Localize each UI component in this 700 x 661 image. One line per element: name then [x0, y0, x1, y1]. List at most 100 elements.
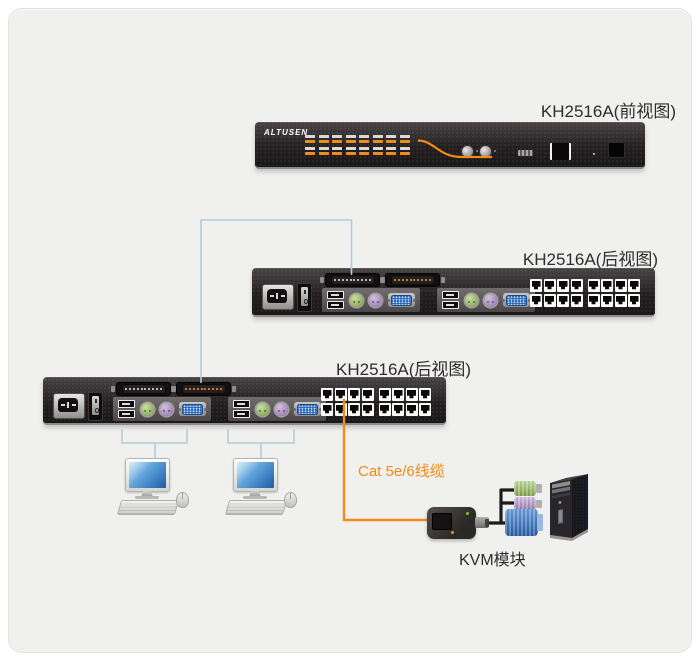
db25-pin [420, 279, 423, 281]
ps2-keyboard-port [159, 402, 173, 416]
db25-pin [133, 388, 135, 390]
daisy-chain-out-port [171, 382, 236, 396]
mouse [284, 492, 297, 508]
usb-port [233, 400, 250, 408]
rj45-port [628, 294, 640, 307]
vga-port [292, 402, 323, 416]
drive-bay [552, 481, 570, 489]
db25-pin [125, 388, 128, 390]
tower-top [550, 474, 588, 483]
rear-view-bottom-label: KH2516A(后视图) [336, 360, 472, 379]
db25-pin [185, 388, 188, 390]
port-pushbutton [305, 135, 315, 143]
console-port-group-2 [228, 397, 326, 421]
db25-pin [413, 279, 416, 281]
rj45-group [587, 279, 640, 307]
rj45-port [321, 388, 333, 401]
port-pushbutton [399, 147, 410, 155]
usb-port [327, 291, 344, 299]
firmware-port [518, 150, 533, 156]
kvm-switch-rear-view-bottom [43, 377, 446, 425]
rj45-port [530, 279, 542, 292]
rj45-port [601, 294, 613, 307]
ps2-keyboard-port [368, 293, 382, 307]
ps2-keyboard-connector [514, 497, 542, 510]
port-pushbutton [359, 135, 369, 143]
port-pushbutton [345, 135, 356, 143]
ps2-mouse-port [141, 402, 154, 416]
db25-pin [357, 279, 360, 281]
port-pushbutton [372, 147, 383, 155]
rj45-port [543, 294, 556, 307]
ps2-mouse-port [465, 293, 478, 307]
db25-pin [360, 279, 363, 281]
db25-pin [215, 388, 218, 390]
ps2-mouse-port [256, 402, 269, 416]
kvm-switch-front-view: ALTUSEN [255, 122, 645, 169]
keyboard [116, 500, 180, 515]
port-pushbutton [332, 135, 342, 143]
front-knob-button [480, 146, 496, 157]
usb-ports [442, 291, 459, 309]
power-switch [297, 283, 312, 312]
button-row-2 [305, 147, 410, 155]
rj45-port [557, 279, 569, 292]
rj45-port-block [530, 279, 640, 307]
rj45-port [405, 388, 418, 401]
tower-side-texture [572, 474, 588, 538]
drive-bay [552, 486, 570, 494]
front-knob-button [462, 146, 478, 157]
rj45-port [587, 279, 600, 292]
front-view-label: KH2516A(前视图) [540, 102, 676, 121]
monitor-stand-base [135, 496, 159, 499]
port-pushbutton [372, 135, 383, 143]
console-port-group-1 [322, 288, 420, 312]
monitor [233, 458, 278, 492]
rj45-port [614, 279, 627, 292]
rj45-port [614, 294, 627, 307]
db25-pin [200, 388, 203, 390]
front-vent-inner [559, 510, 562, 522]
tower-base [550, 529, 588, 541]
vga-connector [505, 509, 543, 536]
monitor [125, 458, 170, 492]
db25-pin [364, 279, 367, 281]
monitor-screen [129, 462, 166, 488]
db25-pin [402, 279, 404, 281]
db25-pin [219, 388, 222, 390]
monitor-stand-base [243, 496, 267, 499]
db25-pin [211, 388, 214, 390]
green-led [466, 512, 469, 515]
rj45-port [419, 403, 431, 416]
rj45-port-block [321, 388, 431, 416]
port-pushbutton [386, 135, 396, 143]
rj45-group [321, 388, 374, 416]
db25-pin [394, 279, 397, 281]
port-pushbutton [318, 147, 329, 155]
usb-ports [118, 400, 135, 418]
rj45-port [392, 388, 404, 401]
db25-pin [136, 388, 139, 390]
rj45-jack [432, 513, 452, 530]
rj45-port [628, 279, 640, 292]
db25-pin [204, 388, 207, 390]
power-inlet [53, 393, 85, 419]
monitor-stand [141, 491, 153, 497]
db25-pin [208, 388, 211, 390]
db25-pin [193, 388, 195, 390]
db25-pin [409, 279, 412, 281]
power-button [608, 142, 625, 158]
rj45-port [570, 294, 583, 307]
port-pushbutton [332, 147, 342, 155]
db25-pin [428, 279, 431, 281]
daisy-chain-out-port [380, 273, 445, 287]
rj45-port [348, 403, 360, 416]
port-selection-buttons [305, 135, 410, 159]
console-port-group-2 [437, 288, 535, 312]
tower-pc [550, 474, 588, 541]
keyboard [224, 500, 288, 515]
port-pushbutton [399, 135, 410, 143]
button-row-1 [305, 135, 410, 143]
daisy-chain-in-port [111, 382, 176, 396]
